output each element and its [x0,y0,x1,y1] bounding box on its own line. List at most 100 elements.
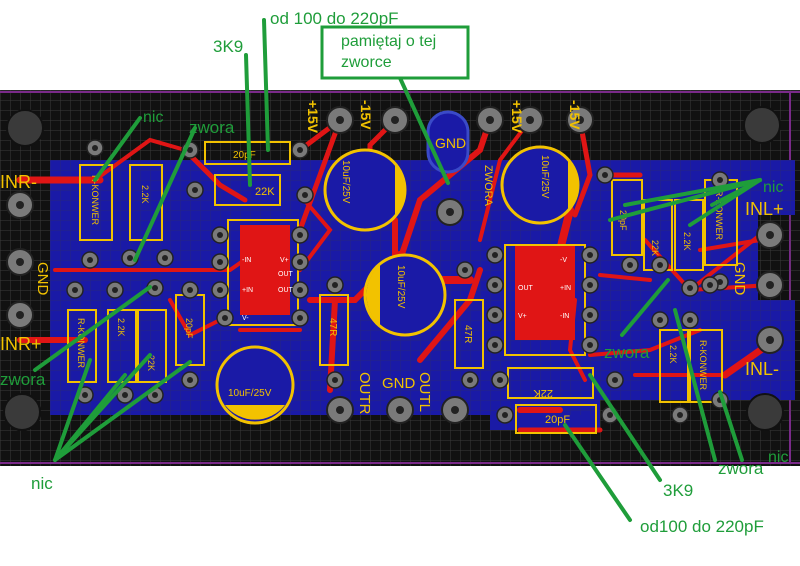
pad-hole [467,377,473,383]
label-plus15-left: +15V [305,100,321,134]
ic-left-pin-label: OUT [278,287,294,294]
pad-hole [217,287,223,293]
pad-hole [162,255,168,261]
annotation-bottom-cap-range: od100 do 220pF [640,517,764,536]
pad-hole [492,282,498,288]
annotation-zwora-top-left: zwora [189,118,235,137]
pad-hole [446,208,454,216]
label-outl: OUTL [416,372,433,412]
label-r-22k-right-bot: 2.2K [668,345,678,364]
ic-right-pin-label: +IN [560,285,571,292]
pad-hole [332,377,338,383]
pad-hole [332,282,338,288]
pad-hole [391,116,399,124]
label-inl-minus: INL- [745,359,779,379]
pad-hole [87,257,93,263]
pad-hole [217,232,223,238]
pad-hole [297,315,303,321]
pad-hole [576,116,584,124]
pad-hole [336,116,344,124]
pad-hole [16,201,24,209]
annotation-zwora-mid-right: zwora [604,343,650,362]
pad-hole [187,287,193,293]
silkscreen-outlines [67,141,738,434]
ic-right-pin-label: V+ [518,313,527,320]
pad-hole [302,192,308,198]
annotation-top-cap-range: od 100 do 220pF [270,9,399,28]
pad-hole [492,342,498,348]
annotation-nic-bottom-right: nic [768,449,788,466]
pad-hole [451,406,459,414]
pad-hole [607,412,613,418]
silkscreen-text: INR- GND INR+ INL+ GND INL- +15V -15V GN… [0,100,784,426]
pad-hole [587,312,593,318]
label-r-22k-right-top1: 22K [650,240,660,256]
pad-hole [717,177,723,183]
pads [6,106,784,424]
label-rkonwer-left-bot: R-KONWER [76,318,86,368]
pad-hole [612,377,618,383]
annotation-nic-bottom-left: nic [31,474,53,493]
pad-hole [112,287,118,293]
pad-hole [122,392,128,398]
annotation-bottom-resistor: 3K9 [663,481,693,500]
pad-hole [497,377,503,383]
pad-hole [336,406,344,414]
label-cap-20pf-right: 20pF [618,210,628,231]
label-gnd-top: GND [435,135,466,151]
pad-hole [492,252,498,258]
pad-hole [152,392,158,398]
label-gnd-left: GND [34,262,51,296]
label-r-22k-left-top: 2.2K [140,185,150,204]
label-cap-10uf-a: 10uF/25V [340,160,351,204]
pad-hole [766,231,774,239]
label-gnd-bottom: GND [382,375,416,392]
annotation-nic-top-left: nic [143,109,163,126]
pad-hole [766,336,774,344]
annotation-top-resistor: 3K9 [213,37,243,56]
label-cap-10uf-d: 10uF/25V [228,388,272,399]
pad-hole [187,147,193,153]
label-res-22k-bottom: 22K [533,387,553,399]
label-minus15-left: -15V [358,100,374,130]
label-minus15-right: -15V [567,100,583,130]
label-rkonwer-right-top: R-KONWER [714,190,724,240]
label-zwora-vertical: ZWORA [482,165,494,207]
annotation-zwora-bottom-right: zwora [718,459,764,478]
ic-left-pin-label: V+ [280,257,289,264]
pad-hole [217,259,223,265]
ic-copper-pads [240,225,575,340]
pad-hole [192,187,198,193]
label-cap-20pf-top: 20pF [233,150,256,161]
pad-hole [587,342,593,348]
label-inl-plus: INL+ [745,199,784,219]
pad-hole [677,412,683,418]
pad-hole [627,262,633,268]
label-r-22k-right-top2: 2.2K [682,232,692,251]
label-r-22k-left-bot2: 22K [146,355,156,371]
pad-hole [297,147,303,153]
pad-hole [92,145,98,151]
pad-hole [16,311,24,319]
label-r-47r-left: 47R [327,318,338,336]
pad-hole [587,282,593,288]
label-rkonwer-left-top: R-KONWER [90,175,100,225]
label-r-47r-right: 47R [462,325,473,343]
label-inr-minus: INR- [0,172,37,192]
pad-hole [127,255,133,261]
pad-hole [526,116,534,124]
annotation-zwora-left: zwora [0,370,46,389]
label-cap-10uf-b: 10uF/25V [395,265,406,309]
annotations: od 100 do 220pF 3K9 pamiętaj o tej zworc… [0,9,788,536]
pad-hole [297,232,303,238]
label-rkonwer-right-bot: R-KONWER [698,340,708,390]
jumper-note-box [320,25,470,80]
annotation-jumper-note-line2: zworce [341,54,392,71]
annotation-nic-right: nic [763,179,783,196]
electrolytic-caps [215,145,580,425]
pad-hole [687,285,693,291]
pad-hole [297,259,303,265]
pad-hole [297,287,303,293]
